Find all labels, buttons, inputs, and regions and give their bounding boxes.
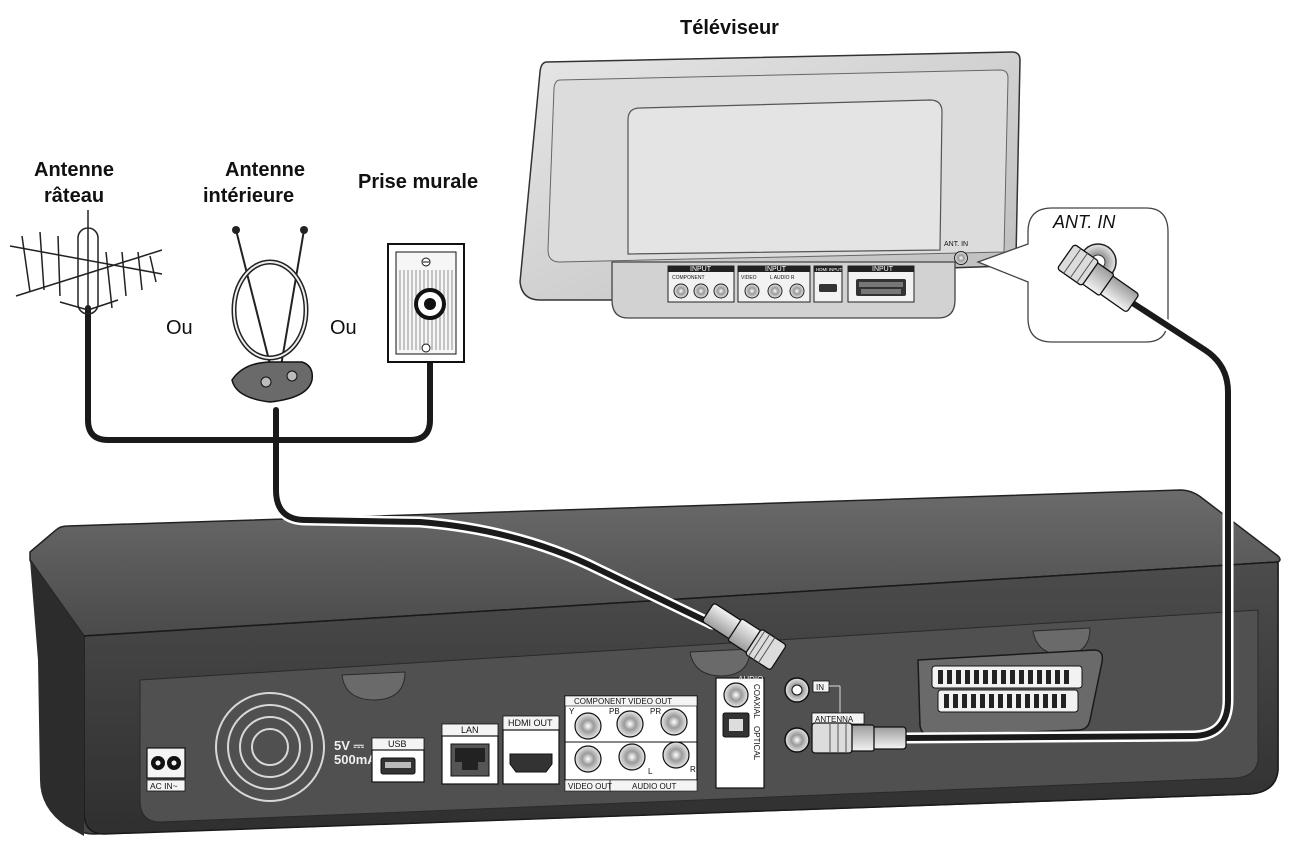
antenna-out-jack bbox=[784, 727, 810, 753]
wall-socket-label: Prise murale bbox=[358, 171, 478, 193]
component-y-label: Y bbox=[569, 707, 575, 716]
audio-out-r-jack bbox=[662, 741, 690, 769]
rake-antenna-label-line1: Antenne bbox=[34, 159, 114, 181]
component-pb-jack bbox=[616, 710, 644, 738]
tv-video-jack bbox=[744, 283, 760, 299]
hdmi-out-port bbox=[509, 753, 553, 773]
tv-audio-r-jack bbox=[789, 283, 805, 299]
tv-antenna-plug bbox=[1057, 244, 1139, 312]
wall-socket bbox=[387, 243, 465, 363]
antenna-cables bbox=[82, 294, 1234, 744]
cooling-fan bbox=[215, 692, 325, 802]
lan-label: LAN bbox=[461, 725, 479, 735]
recorder-device: AC IN~ 5V ⎓ 500mA USB LAN HDMI OUT bbox=[29, 489, 1281, 836]
tv-audio-label: L AUDIO R bbox=[770, 275, 795, 281]
or-label-2: Ou bbox=[330, 317, 357, 339]
usb-label: USB bbox=[388, 739, 407, 749]
audio-out-l-label: L bbox=[648, 767, 653, 776]
tv-input-2-label: INPUT bbox=[765, 266, 787, 273]
tv-input-1-label: INPUT bbox=[690, 266, 712, 273]
rake-antenna bbox=[9, 210, 163, 315]
tv-title-label: Téléviseur bbox=[680, 17, 779, 39]
indoor-antenna bbox=[231, 226, 314, 403]
ant-in-callout-label: ANT. IN bbox=[1052, 212, 1116, 232]
audio-out-l-jack bbox=[618, 743, 646, 771]
tv-component-label: COMPONENT bbox=[672, 275, 705, 281]
component-pb-label: PB bbox=[609, 707, 620, 716]
component-video-out-label: COMPONENT VIDEO OUT bbox=[574, 697, 672, 706]
component-pr-jack bbox=[660, 708, 688, 736]
rake-antenna-label-line2: râteau bbox=[44, 185, 104, 207]
tv-hdmi-input-label: HDMI INPUT bbox=[816, 267, 842, 272]
tv-component-y-jack bbox=[673, 283, 689, 299]
power-rating-line1: 5V ⎓ bbox=[334, 738, 365, 753]
indoor-antenna-label-line1: Antenne bbox=[225, 159, 305, 181]
indoor-antenna-label-line2: intérieure bbox=[203, 185, 294, 207]
coaxial-label: COAXIAL bbox=[752, 684, 761, 719]
tv-video-label: VIDEO bbox=[741, 275, 757, 281]
tv-ant-in-jack bbox=[954, 251, 968, 265]
tv-component-pb-jack bbox=[693, 283, 709, 299]
tv-component-pr-jack bbox=[713, 283, 729, 299]
tv-input-3-label: INPUT bbox=[872, 266, 894, 273]
power-rating-line2: 500mA bbox=[334, 752, 377, 767]
component-pr-label: PR bbox=[650, 707, 661, 716]
optical-label: OPTICAL bbox=[752, 726, 761, 761]
component-y-jack bbox=[574, 712, 602, 740]
tv: INPUT COMPONENT INPUT VIDEO L AUDIO R HD… bbox=[519, 51, 1021, 319]
digital-audio-label: AUDIO bbox=[738, 675, 763, 684]
or-label-1: Ou bbox=[166, 317, 193, 339]
hdmi-out-label: HDMI OUT bbox=[508, 718, 553, 728]
tv-ant-in-label: ANT. IN bbox=[944, 241, 968, 248]
antenna-plug-in bbox=[702, 603, 787, 670]
antenna-plug-out bbox=[811, 722, 907, 754]
audio-out-label: AUDIO OUT bbox=[632, 782, 677, 791]
antenna-label: ANTENNA bbox=[815, 715, 854, 724]
video-out-label: VIDEO OUT bbox=[568, 782, 612, 791]
audio-out-r-label: R bbox=[690, 765, 696, 774]
tv-hdmi-port bbox=[819, 284, 837, 292]
tv-audio-l-jack bbox=[767, 283, 783, 299]
antenna-in-label: IN bbox=[816, 683, 824, 692]
coaxial-jack bbox=[723, 682, 749, 708]
ac-in-label: AC IN~ bbox=[150, 781, 178, 791]
video-out-jack bbox=[574, 745, 602, 773]
